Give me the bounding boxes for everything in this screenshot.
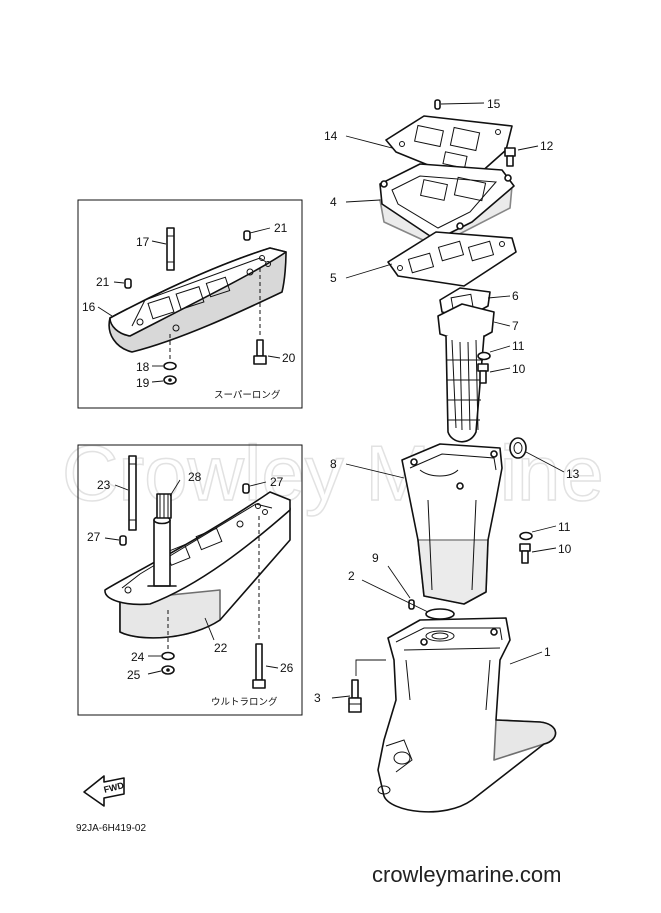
callout-21: 21 <box>274 221 288 235</box>
callout-27: 27 <box>87 530 101 544</box>
dowel-pin <box>434 99 441 110</box>
oil-seal <box>509 437 527 459</box>
callout-7: 7 <box>512 319 519 333</box>
inset-ultra-long: ウルトラロング <box>77 444 303 716</box>
bolt <box>253 339 267 365</box>
callout-2: 2 <box>348 569 355 583</box>
inset-super-long: スーパーロング <box>77 199 303 409</box>
stud-bolt <box>166 227 175 271</box>
forward-direction-icon: FWD <box>83 775 126 807</box>
callout-22: 22 <box>214 641 228 655</box>
callout-15: 15 <box>487 97 501 111</box>
callout-20: 20 <box>282 351 296 365</box>
callout-27: 27 <box>270 475 284 489</box>
extension-block <box>104 491 291 639</box>
dowel-pin <box>124 278 132 289</box>
callout-16: 16 <box>82 300 96 314</box>
bolt <box>348 679 362 713</box>
callout-12: 12 <box>540 139 554 153</box>
dowel-pin <box>242 483 250 494</box>
callout-10: 10 <box>512 362 526 376</box>
extension-plate <box>108 247 287 353</box>
lower-casing <box>377 617 557 813</box>
diagram-code: 92JA-6H419-02 <box>76 823 146 834</box>
inset-frame <box>77 199 303 409</box>
inset-caption: スーパーロング <box>214 389 281 401</box>
long-stud-bolt <box>128 455 137 531</box>
bolt <box>252 643 266 689</box>
callout-14: 14 <box>324 129 338 143</box>
callout-11: 11 <box>558 520 571 534</box>
inset-frame <box>77 444 303 716</box>
washer <box>163 361 177 371</box>
dowel-pin <box>119 535 127 546</box>
callout-3: 3 <box>314 691 321 705</box>
callout-18: 18 <box>136 360 150 374</box>
bolt <box>477 363 489 384</box>
upper-casing <box>401 443 503 605</box>
callout-17: 17 <box>136 235 150 249</box>
callout-9: 9 <box>372 551 379 565</box>
callout-13: 13 <box>566 467 580 481</box>
o-ring-gasket <box>425 608 455 620</box>
washer <box>519 531 533 541</box>
fwd-label: FWD <box>103 780 126 795</box>
dowel-pin <box>243 230 251 241</box>
callout-26: 26 <box>280 661 294 675</box>
callout-6: 6 <box>512 289 519 303</box>
callout-8: 8 <box>330 457 337 471</box>
washer <box>161 651 175 661</box>
exhaust-guide <box>437 303 495 443</box>
callout-21: 21 <box>96 275 110 289</box>
washer <box>477 351 491 361</box>
callout-28: 28 <box>188 470 202 484</box>
drive-shaft-tube <box>147 515 177 587</box>
shaft-coupling <box>156 493 172 519</box>
callout-1: 1 <box>544 645 551 659</box>
exhaust-gasket <box>387 231 517 287</box>
upper-mount-housing <box>379 163 515 247</box>
callout-23: 23 <box>97 478 111 492</box>
callout-10: 10 <box>558 542 572 556</box>
bolt <box>519 543 531 564</box>
callout-11: 11 <box>512 339 525 353</box>
site-footer: crowleymarine.com <box>372 862 562 887</box>
callout-4: 4 <box>330 195 337 209</box>
callout-24: 24 <box>131 650 145 664</box>
callout-25: 25 <box>127 668 141 682</box>
bolt <box>504 147 516 167</box>
main-assembly: 15 14 12 <box>314 97 580 813</box>
inset-caption: ウルトラロング <box>211 696 278 708</box>
callout-5: 5 <box>330 271 337 285</box>
callout-19: 19 <box>136 376 150 390</box>
